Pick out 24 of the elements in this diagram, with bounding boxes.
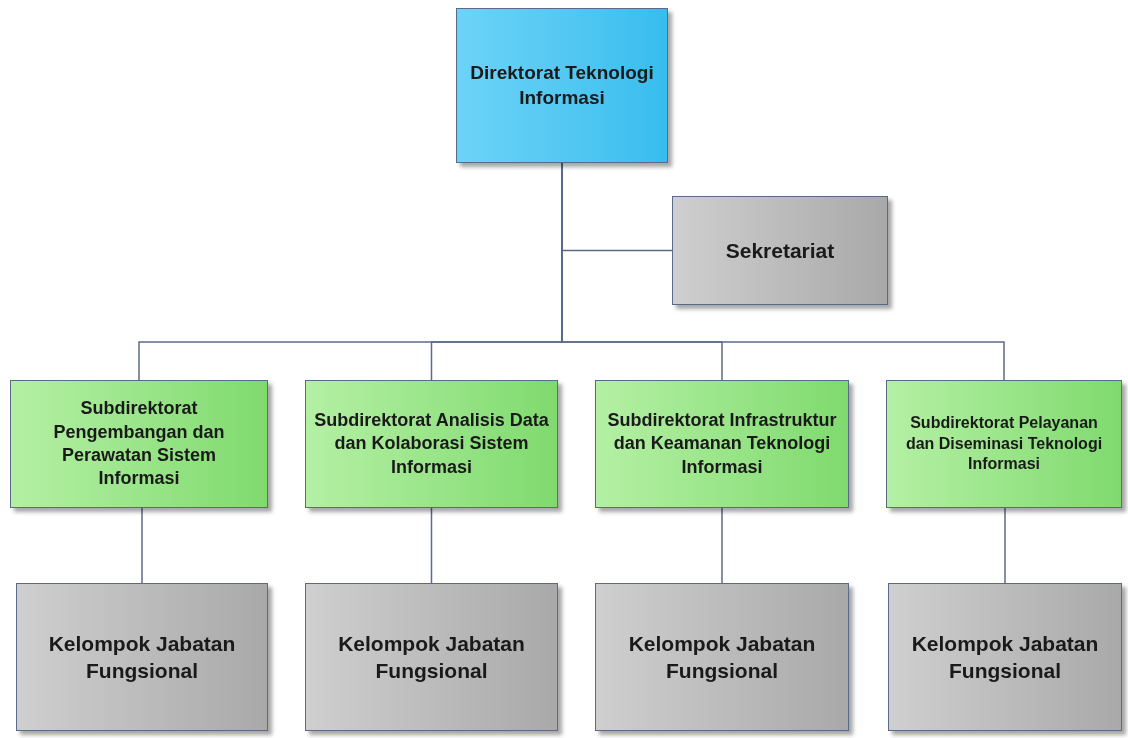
connector-line xyxy=(430,507,433,584)
org-box xyxy=(305,380,558,508)
box-label: Sekretariat xyxy=(725,237,835,264)
box-label: Kelompok Jabatan Fungsional xyxy=(627,630,817,684)
box-label: Subdirektorat Infrastruktur dan Keamanan Teknologi Informasi xyxy=(606,408,838,479)
org-box xyxy=(888,583,1122,731)
org-box xyxy=(16,583,268,731)
box-label: Kelompok Jabatan Fungsional xyxy=(910,630,1100,684)
org-box xyxy=(305,583,558,731)
org-box xyxy=(10,380,268,508)
connector-line xyxy=(141,507,143,584)
connector-line xyxy=(1004,507,1006,584)
org-box xyxy=(456,8,668,163)
box-label: Kelompok Jabatan Fungsional xyxy=(337,630,526,684)
org-box xyxy=(595,380,849,508)
box-label: Subdirektorat Analisis Data dan Kolaborasi Sistem Informasi xyxy=(314,408,549,479)
box-label: Kelompok Jabatan Fungsional xyxy=(47,630,237,684)
org-box xyxy=(886,380,1122,508)
org-box xyxy=(595,583,849,731)
box-label: Subdirektorat Pelayanan dan Diseminasi Teknologi Informasi xyxy=(904,412,1104,475)
box-label: Direktorat Teknologi Informasi xyxy=(469,60,655,110)
connector-line xyxy=(721,507,723,584)
box-label: Subdirektorat Pengembangan dan Perawatan Sistem Informasi xyxy=(52,397,226,491)
org-box xyxy=(672,196,888,305)
